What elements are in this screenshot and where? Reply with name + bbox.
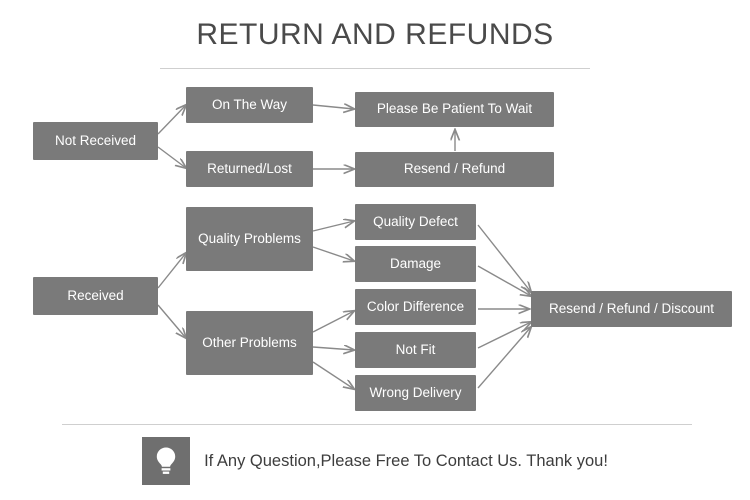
node-received[interactable]: Received [33,277,158,315]
node-wrong-delivery[interactable]: Wrong Delivery [355,375,476,411]
arrow-other-color [312,311,354,333]
arrow-other-wrong [312,361,354,389]
arrow-other-notfit [312,347,354,350]
node-not-fit[interactable]: Not Fit [355,332,476,368]
arrow-quality-defect [312,221,354,232]
arrow-ontheway-patient [312,105,354,109]
node-damage[interactable]: Damage [355,246,476,282]
node-not-received[interactable]: Not Received [33,122,158,160]
arrow-notreceived-ontheway [157,105,186,135]
node-on-the-way[interactable]: On The Way [186,87,313,123]
node-please-be-patient-to-wait[interactable]: Please Be Patient To Wait [355,92,554,127]
divider-top [160,68,590,69]
lightbulb-icon [142,437,191,485]
arrow-notreceived-returnedlost [157,146,186,168]
arrow-received-other [157,304,186,338]
page-title: RETURN AND REFUNDS [196,18,554,51]
arrow-damage-final [477,265,531,296]
arrow-notfit-final [477,322,531,349]
node-other-problems[interactable]: Other Problems [186,311,313,375]
arrow-defect-final [477,224,531,292]
node-resend-refund-discount[interactable]: Resend / Refund / Discount [531,291,732,327]
node-quality-problems[interactable]: Quality Problems [186,207,313,271]
arrow-wrong-final [477,327,531,389]
footer-bar: If Any Question,Please Free To Contact U… [0,437,750,485]
node-color-difference[interactable]: Color Difference [355,289,476,325]
node-resend-refund[interactable]: Resend / Refund [355,152,554,187]
arrow-received-quality [157,253,186,289]
arrow-quality-damage [312,246,354,261]
node-quality-defect[interactable]: Quality Defect [355,204,476,240]
divider-bottom [62,424,692,425]
node-returned-lost[interactable]: Returned/Lost [186,151,313,187]
footer-text: If Any Question,Please Free To Contact U… [204,451,608,470]
